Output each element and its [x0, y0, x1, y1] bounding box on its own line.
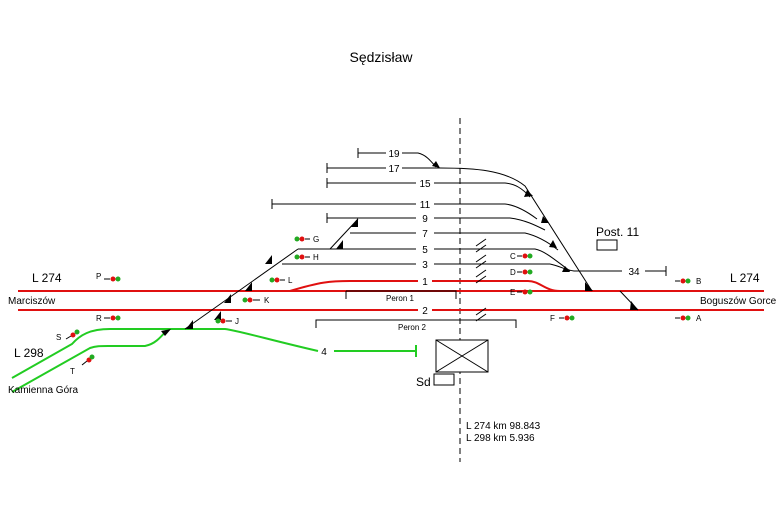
- left-ladder: [161, 218, 359, 336]
- platform-1: [345, 290, 457, 299]
- svg-text:P: P: [96, 272, 101, 281]
- svg-text:G: G: [313, 235, 319, 244]
- track-1-label-bg: [418, 275, 432, 287]
- switch-mark: [549, 240, 557, 248]
- switch-mark: [351, 218, 358, 227]
- switch-mark: [562, 266, 570, 272]
- platform-2: [315, 319, 517, 328]
- platform-1-label: Peron 1: [386, 294, 415, 303]
- switch-mark: [336, 240, 343, 249]
- branch-track-lower: [11, 328, 169, 393]
- track-19-label: 19: [388, 149, 400, 160]
- svg-text:F: F: [550, 314, 555, 323]
- signal-j: J: [215, 317, 239, 326]
- track-2-label: 2: [422, 306, 428, 317]
- track-15-label: 15: [419, 179, 431, 190]
- track-11-right: [434, 203, 538, 220]
- sd-label: Sd: [416, 375, 431, 389]
- switch-mark: [186, 320, 193, 329]
- signal-r: R: [96, 314, 121, 323]
- platform-2-label: Peron 2: [398, 323, 427, 332]
- svg-text:E: E: [510, 288, 515, 297]
- left-ladder-diagonal: [184, 248, 299, 330]
- right-line-label: L 274: [730, 271, 760, 285]
- switch-mark: [585, 282, 593, 291]
- post-label: Post. 11: [596, 225, 639, 239]
- track-7-right: [434, 232, 559, 251]
- signal-p: P: [96, 272, 121, 282]
- post-box: [596, 239, 618, 251]
- switch-mark: [630, 301, 638, 310]
- track-1-red: [289, 280, 561, 292]
- signal-a: A: [675, 314, 702, 323]
- signal-s: S: [56, 329, 80, 342]
- svg-text:A: A: [696, 314, 702, 323]
- track-7-label: 7: [422, 229, 428, 240]
- left-line-label: L 274: [32, 271, 62, 285]
- signal-d: D: [510, 268, 533, 277]
- track-5-label: 5: [422, 245, 428, 256]
- switch-mark: [524, 190, 533, 197]
- svg-text:L: L: [288, 276, 293, 285]
- signal-k: K: [242, 296, 270, 305]
- track-4-label: 4: [321, 347, 327, 358]
- signal-c: C: [510, 252, 533, 261]
- switch-mark: [224, 294, 231, 303]
- branch-line-group: [11, 328, 417, 393]
- svg-text:B: B: [696, 277, 701, 286]
- svg-text:T: T: [70, 367, 75, 376]
- track-34-label: 34: [628, 267, 640, 278]
- direction-right: Boguszów Gorce: [700, 296, 777, 307]
- signal-h: H: [294, 253, 319, 262]
- signal-b: B: [675, 277, 701, 286]
- direction-left: Marciszów: [8, 296, 56, 307]
- track-3-label: 3: [422, 260, 428, 271]
- signal-e: E: [510, 288, 533, 297]
- km-line-1: L 274 km 98.843: [466, 421, 541, 432]
- svg-text:R: R: [96, 314, 102, 323]
- km-line-2: L 298 km 5.936: [466, 433, 535, 444]
- switch-mark: [214, 311, 221, 320]
- svg-text:S: S: [56, 333, 61, 342]
- axis-hatches: [475, 238, 487, 322]
- svg-text:J: J: [235, 317, 239, 326]
- svg-text:D: D: [510, 268, 516, 277]
- track-5-right: [434, 248, 571, 272]
- track-17-right: [402, 167, 593, 292]
- direction-branch: Kamienna Góra: [8, 385, 78, 396]
- signal-g: G: [294, 235, 319, 244]
- track-9-right: [434, 217, 546, 231]
- switch-mark: [161, 329, 171, 336]
- switch-mark: [432, 161, 440, 168]
- track-11-label: 11: [420, 200, 431, 211]
- track-19-right: [402, 152, 437, 168]
- track-34: [549, 263, 622, 272]
- svg-text:C: C: [510, 252, 516, 261]
- switch-mark: [541, 216, 549, 223]
- sd-box: [433, 373, 455, 386]
- branch-track-upper: [11, 328, 319, 379]
- svg-text:H: H: [313, 253, 319, 262]
- switch-mark: [245, 282, 252, 291]
- signal-l: L: [269, 276, 293, 285]
- station-title: Sędzisław: [349, 49, 413, 65]
- station-building-cross-2: [435, 339, 489, 373]
- signal-f: F: [550, 314, 575, 323]
- track-15-right: [434, 182, 531, 198]
- switch-mark: [265, 255, 272, 264]
- track-2-label-bg: [418, 304, 432, 316]
- branch-line-label: L 298: [14, 346, 44, 360]
- track-17-label: 17: [388, 164, 400, 175]
- svg-text:K: K: [264, 296, 270, 305]
- track-1-label: 1: [422, 277, 428, 288]
- track-9-label: 9: [422, 214, 428, 225]
- signal-t: T: [70, 354, 95, 376]
